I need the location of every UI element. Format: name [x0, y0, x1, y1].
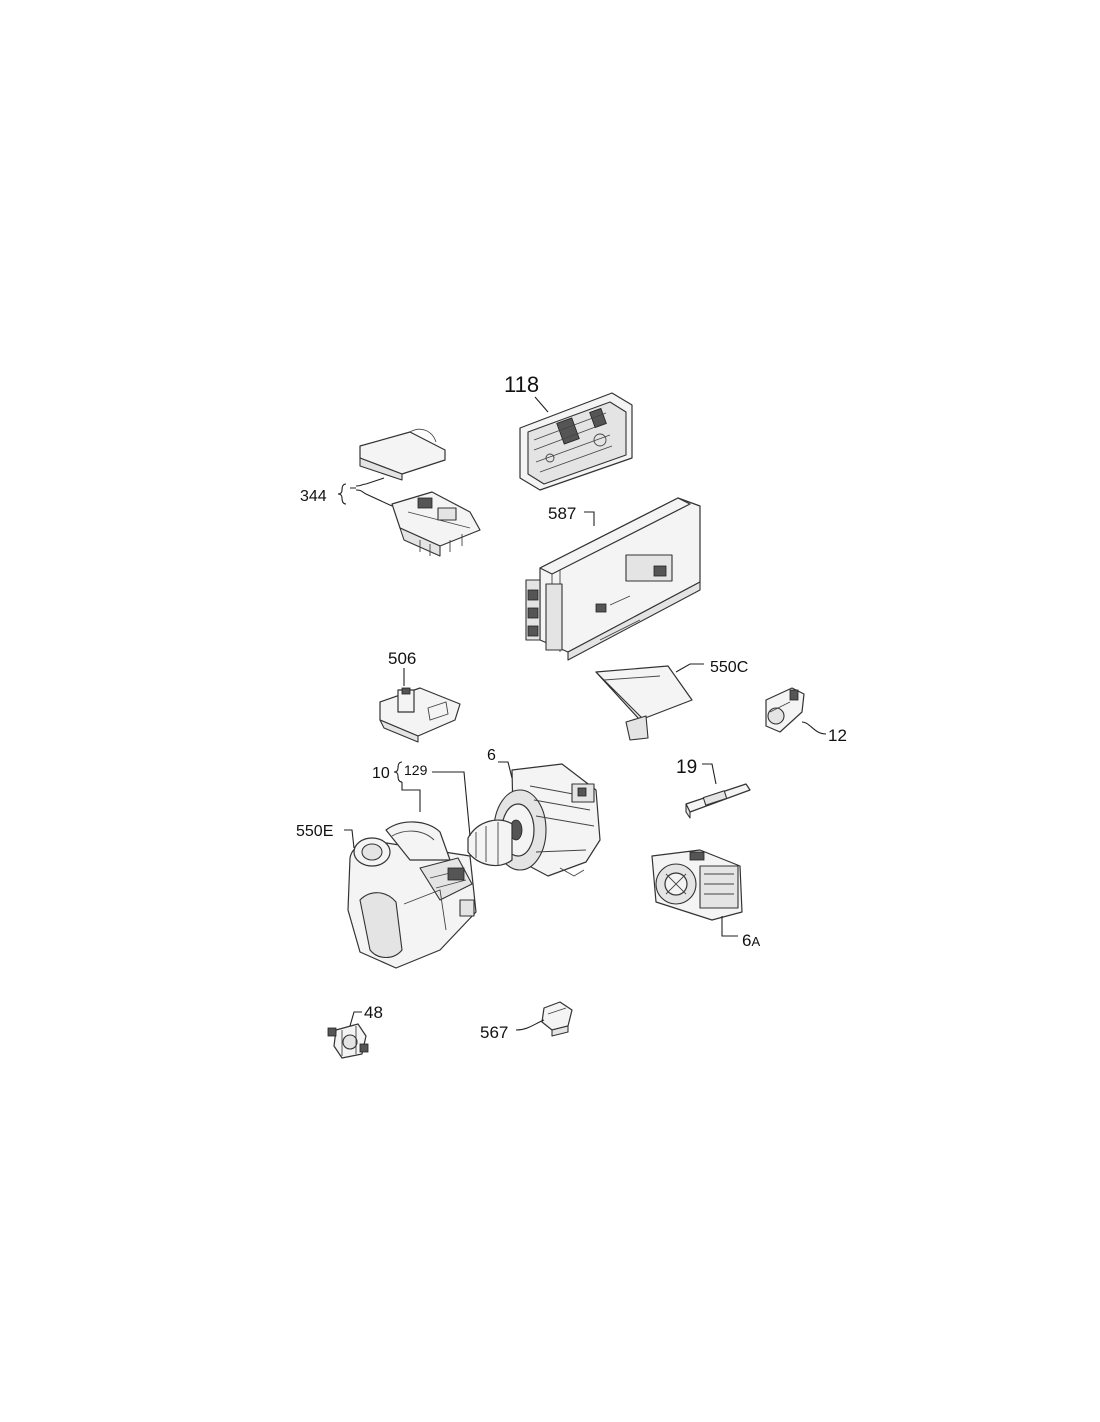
part-506-bracket [379, 687, 461, 743]
label-587: 587 [548, 504, 576, 523]
label-19: 19 [676, 757, 697, 778]
leader-12 [801, 721, 827, 735]
bracket-344 [337, 483, 347, 505]
part-129-heater-tube [467, 819, 513, 867]
leader-6a [721, 916, 738, 937]
part-19-strip [685, 783, 751, 819]
leader-550e [344, 829, 355, 849]
leader-567 [515, 1019, 545, 1031]
part-550c-cover [595, 665, 693, 741]
part-344-cover [359, 428, 446, 481]
part-6a-drain-pump [651, 849, 743, 921]
part-12-sensor [765, 687, 805, 733]
part-567-connector [541, 1001, 573, 1037]
part-587-electronic-module [525, 497, 701, 661]
leader-19 [702, 763, 717, 785]
leader-344 [350, 477, 393, 507]
label-118: 118 [504, 372, 539, 397]
label-567: 567 [480, 1023, 508, 1042]
part-118-control-board [519, 392, 633, 491]
label-48: 48 [364, 1003, 383, 1022]
label-12: 12 [828, 726, 847, 745]
label-6a-suffix: A [751, 934, 760, 949]
leader-118 [534, 396, 549, 413]
leader-10 [401, 782, 421, 812]
part-344-module [391, 491, 481, 557]
label-6a-number: 6 [742, 931, 751, 950]
label-129: 129 [404, 762, 428, 778]
label-6: 6 [487, 747, 496, 764]
label-506: 506 [388, 649, 416, 668]
leader-129 [432, 771, 471, 837]
label-550e: 550E [296, 823, 333, 840]
label-550c: 550C [710, 659, 748, 676]
part-48-valve [327, 1023, 369, 1059]
leader-550c [675, 663, 704, 673]
bracket-10 [393, 761, 403, 783]
leader-6 [498, 761, 513, 779]
leader-48 [349, 1011, 362, 1027]
label-344: 344 [300, 488, 327, 505]
leader-587 [584, 511, 595, 526]
label-10: 10 [372, 765, 390, 782]
label-6a: 6A [742, 931, 760, 950]
part-550e-sump-housing [347, 821, 477, 969]
